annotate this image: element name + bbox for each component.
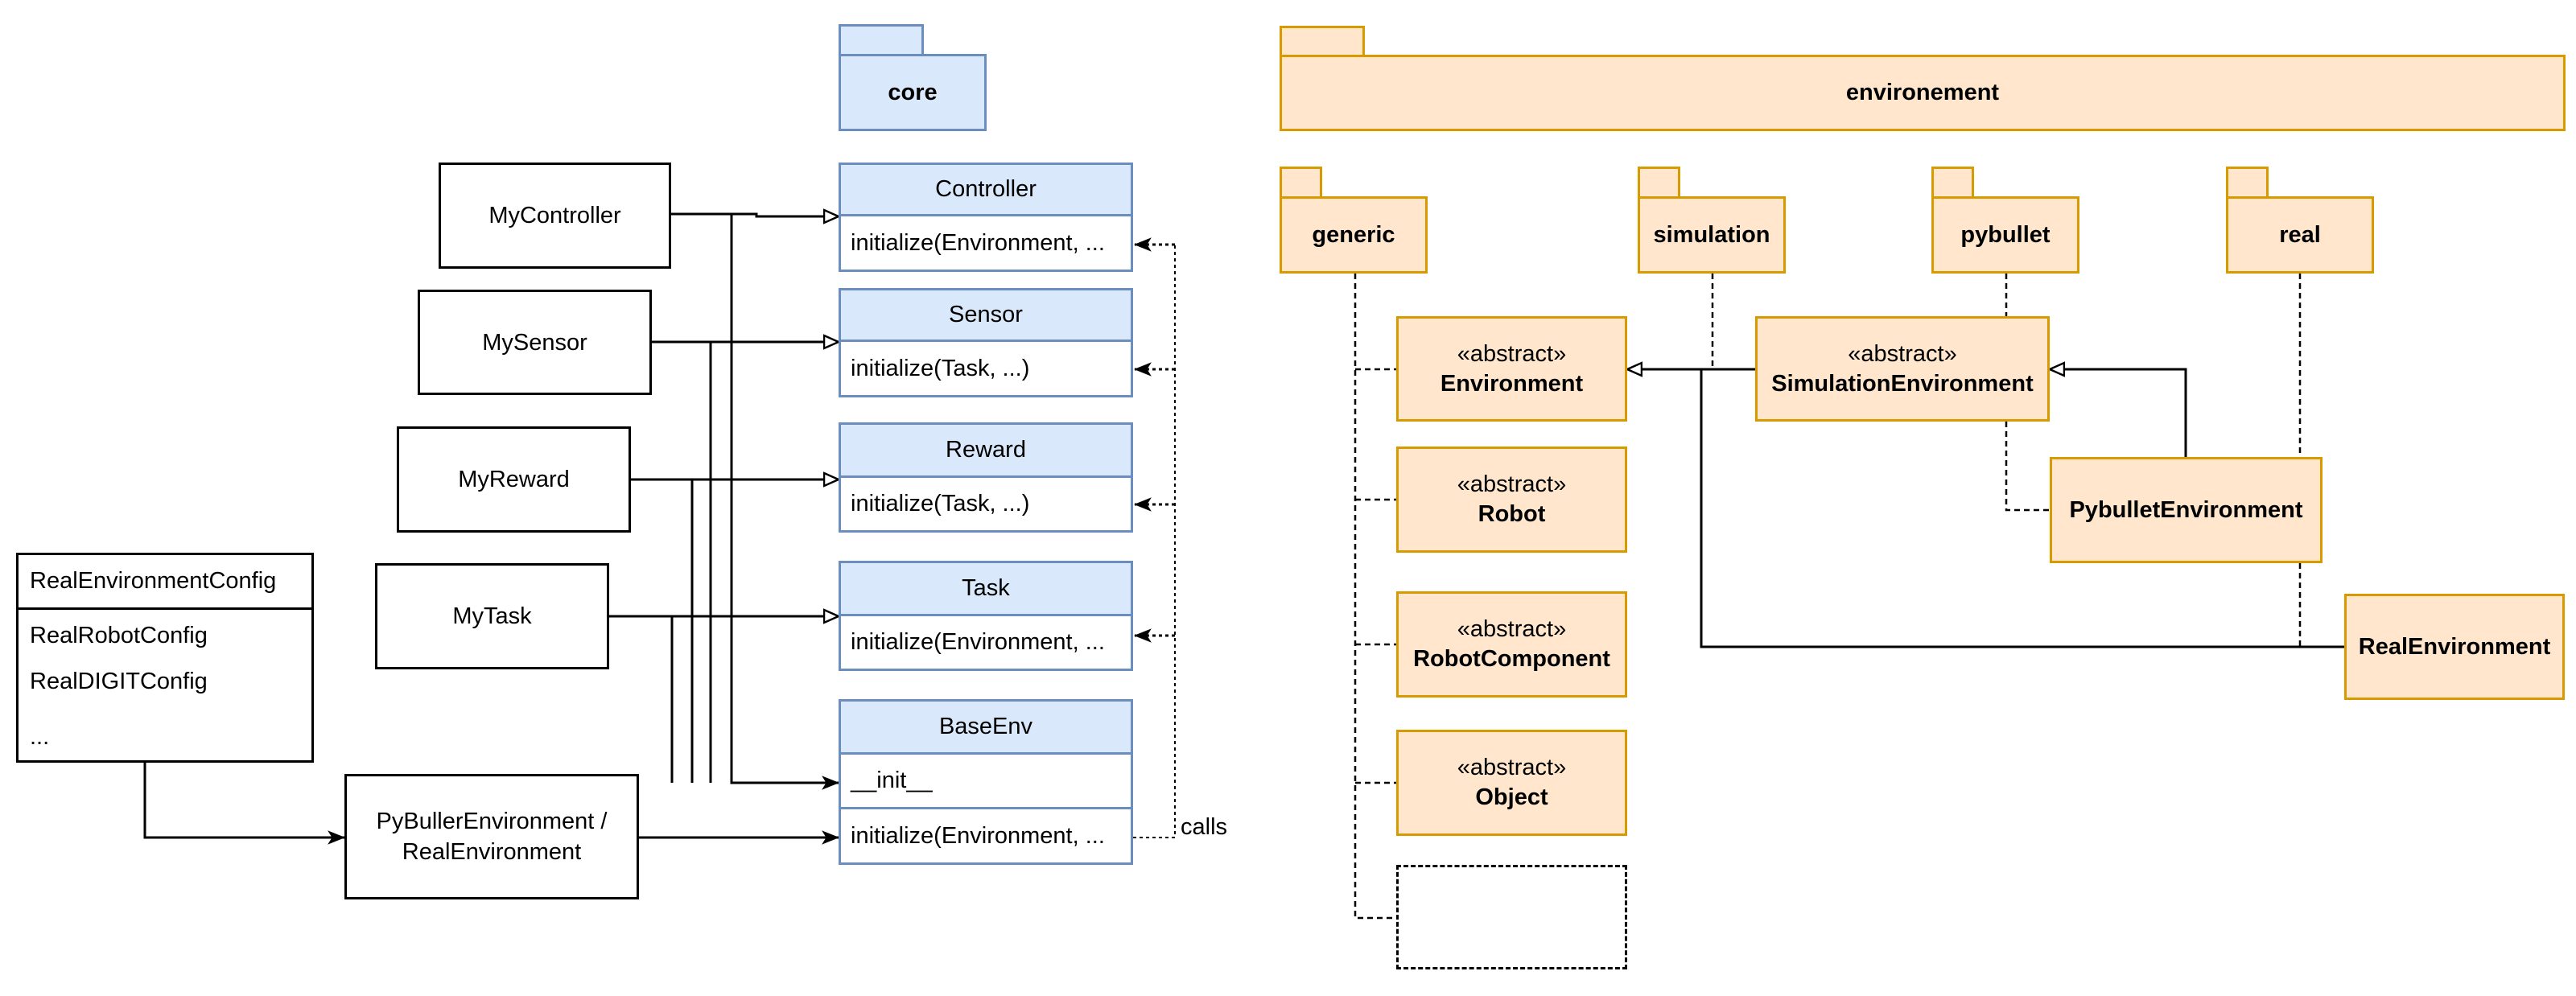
pybullet-package-tab [1931,167,1974,199]
task-class-name: Task [962,575,1010,601]
simulation-package-tab [1638,167,1680,199]
config-title-row: RealEnvironmentConfig [16,553,314,610]
object-class: «abstract» Object [1396,730,1627,836]
sensor-to-init-line [652,340,712,783]
real-package: real [2226,196,2374,274]
empty-placeholder-box [1396,865,1627,969]
sensor-class-name: Sensor [949,302,1023,327]
config-item: ... [30,724,50,750]
baseenv-init-row: __init__ [839,755,1133,809]
controller-class-header: Controller [839,163,1133,216]
pybullet-to-pybulletenv-line [2005,422,2050,512]
core-package: core [839,54,987,131]
simulationenvironment-stereotype: «abstract» [1848,340,1957,367]
config-to-env-line [143,763,346,845]
env-instance-box: PyBullerEnvironment / RealEnvironment [344,774,639,899]
robot-class-name: Robot [1478,501,1546,527]
pybullet-package: pybullet [1931,196,2079,274]
pybulletenvironment-class: PybulletEnvironment [2050,457,2323,563]
my-sensor-label: MySensor [482,329,587,356]
calls-bracket-line [1133,245,1176,838]
robot-stereotype: «abstract» [1457,471,1567,497]
my-controller-box: MyController [439,163,671,269]
realenv-to-environment-line [1700,369,2344,648]
config-item: RealDIGITConfig [30,669,208,694]
controller-class-body: initialize(Environment, ... [839,216,1133,272]
robot-class: «abstract» Robot [1396,447,1627,553]
sensor-method: initialize(Task, ...) [851,355,1030,381]
my-sensor-box: MySensor [418,290,652,395]
environment-stereotype: «abstract» [1457,340,1567,367]
object-stereotype: «abstract» [1457,755,1567,780]
pybullet-package-label: pybullet [1960,221,2050,248]
config-title: RealEnvironmentConfig [30,568,277,594]
real-package-tab [2226,167,2269,199]
env-instance-line2: RealEnvironment [402,839,582,865]
robotcomponent-stereotype: «abstract» [1457,616,1567,642]
robotcomponent-class-name: RobotComponent [1413,646,1610,672]
realenvironment-class: RealEnvironment [2344,594,2565,700]
my-reward-box: MyReward [397,426,631,533]
realenvironment-class-name: RealEnvironment [2358,633,2551,660]
controller-class-name: Controller [935,176,1037,202]
task-class-body: initialize(Environment, ... [839,616,1133,671]
calls-label: calls [1181,814,1228,840]
environment-class: «abstract» Environment [1396,316,1627,422]
config-item: RealRobotConfig [30,623,208,648]
my-reward-label: MyReward [458,467,570,492]
config-body: RealRobotConfig RealDIGITConfig ... [16,610,314,763]
core-package-label: core [888,79,938,105]
reward-method: initialize(Task, ...) [851,491,1030,517]
environement-package: environement [1280,55,2566,131]
environement-package-tab [1280,26,1365,57]
simulation-package-label: simulation [1653,221,1770,248]
pybullet-to-simenv-line [2050,369,2187,457]
sensor-class-body: initialize(Task, ...) [839,342,1133,397]
baseenv-class-header: BaseEnv [839,699,1133,755]
controller-to-init-line [671,212,840,790]
controller-method: initialize(Environment, ... [851,229,1105,256]
generic-package: generic [1280,196,1428,274]
generic-package-label: generic [1312,221,1395,248]
task-class-header: Task [839,561,1133,616]
my-controller-label: MyController [488,203,621,228]
reward-to-init-line [631,478,694,783]
task-method: initialize(Environment, ... [851,629,1105,655]
environment-class-name: Environment [1440,370,1584,397]
pybulletenvironment-class-name: PybulletEnvironment [2069,496,2303,523]
object-class-name: Object [1475,784,1548,810]
my-task-box: MyTask [375,563,609,669]
reward-class-name: Reward [946,437,1026,463]
sensor-class-header: Sensor [839,288,1133,342]
reward-class-header: Reward [839,422,1133,478]
simulationenvironment-class: «abstract» SimulationEnvironment [1755,316,2050,422]
generic-containment-line [1354,274,1396,920]
real-package-label: real [2279,221,2321,248]
robotcomponent-class: «abstract» RobotComponent [1396,591,1627,698]
environement-package-label: environement [1845,80,2000,105]
simulation-package: simulation [1638,196,1786,274]
reward-class-body: initialize(Task, ...) [839,478,1133,533]
baseenv-class-name: BaseEnv [938,714,1033,739]
simulationenvironment-class-name: SimulationEnvironment [1771,370,2034,397]
baseenv-initialize-method: initialize(Environment, ... [851,822,1105,849]
my-task-label: MyTask [452,603,532,629]
baseenv-initialize-row: initialize(Environment, ... [839,809,1133,865]
baseenv-init-method: __init__ [851,768,933,793]
task-to-init-line [609,615,674,783]
env-instance-line1: PyBullerEnvironment / [376,809,608,834]
generic-package-tab [1280,167,1322,199]
core-package-tab [839,24,924,56]
